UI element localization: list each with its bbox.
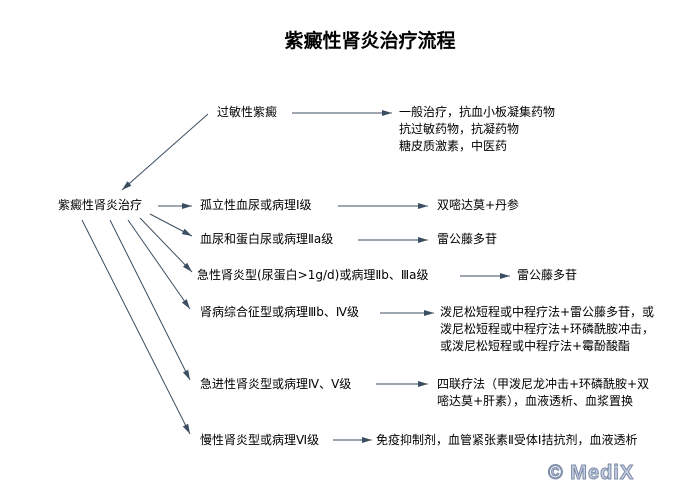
treatment-line: 糖皮质激素，中医药 (399, 139, 508, 153)
allergic-treatment: 一般治疗，抗血小板凝集药物 抗过敏药物，抗凝药物 糖皮质激素，中医药 (399, 104, 555, 155)
row-label: 急性肾炎型(尿蛋白>1g/d)或病理Ⅱb、Ⅲa级 (197, 268, 429, 282)
row-label: 肾病综合征型或病理Ⅲb、Ⅳ级 (200, 305, 359, 319)
treatment-line: 或泼尼松短程或中程疗法+霉酚酸酯 (440, 339, 631, 353)
row-treatment: 免疫抑制剂，血管紧张素Ⅱ受体Ⅰ拮抗剂，血液透析 (376, 433, 638, 447)
treatment-line: 泼尼松短程或中程疗法+雷公藤多苷，或 (440, 305, 655, 319)
treatment-line: 四联疗法（甲泼尼龙冲击+环磷酰胺+双 (437, 377, 650, 391)
arrow-allergic-to-root (121, 113, 209, 191)
treatment-line: 泼尼松短程或中程疗法+环磷酰胺冲击， (440, 322, 655, 336)
row-treatment: 四联疗法（甲泼尼龙冲击+环磷酰胺+双 嘧达莫+肝素），血液透析、血浆置换 (437, 376, 649, 410)
arrow-root-row3 (139, 217, 193, 273)
medix-watermark: © MediX (547, 462, 635, 485)
root-node: 紫癜性肾炎治疗 (58, 198, 143, 212)
arrow-root-row4 (127, 219, 191, 310)
row-label: 慢性肾炎型或病理Ⅵ级 (200, 433, 320, 447)
arrow-root-row6 (81, 219, 191, 435)
page-title: 紫癜性肾炎治疗流程 (284, 30, 456, 52)
row-treatment: 雷公藤多苷 (517, 268, 578, 282)
treatment-line: 嘧达莫+肝素），血液透析、血浆置换 (437, 394, 634, 408)
row-treatment: 双嘧达莫+丹参 (437, 198, 520, 212)
row-treatment: 泼尼松短程或中程疗法+雷公藤多苷，或 泼尼松短程或中程疗法+环磷酰胺冲击， 或泼… (440, 304, 654, 355)
row-treatment: 雷公藤多苷 (437, 232, 498, 246)
row-label: 孤立性血尿或病理Ⅰ级 (200, 198, 312, 212)
row-label: 急进性肾炎型或病理Ⅳ、Ⅴ级 (200, 377, 352, 391)
allergic-purpura-node: 过敏性紫癜 (217, 105, 278, 119)
treatment-line: 一般治疗，抗血小板凝集药物 (399, 105, 556, 119)
row-label: 血尿和蛋白尿或病理Ⅱa级 (200, 232, 334, 246)
arrow-root-row5 (109, 219, 191, 381)
treatment-line: 抗过敏药物，抗凝药物 (399, 122, 520, 136)
arrow-root-row2 (149, 213, 193, 237)
